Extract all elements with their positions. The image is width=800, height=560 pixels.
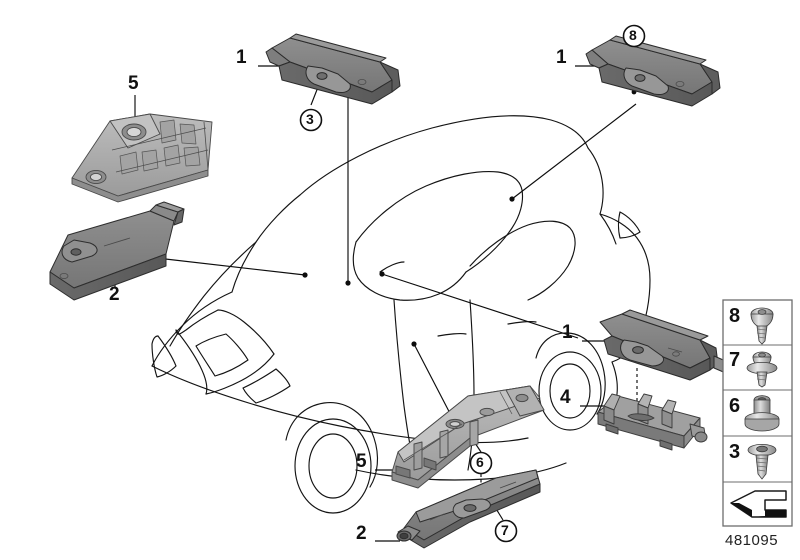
callout-label-7-bottom: 7: [501, 522, 509, 538]
legend-icon-pan-head-screw: [750, 307, 774, 345]
vehicle-outline: [151, 115, 651, 514]
callout-label-1-top-left: 1: [236, 47, 247, 68]
part-bracket-5-left: [71, 113, 213, 203]
part-antenna-2-bottom: [396, 469, 541, 549]
part-antenna-amplifier-top-left: [265, 33, 401, 105]
legend-number-6: 6: [729, 395, 741, 417]
drawing-number: 481095: [725, 532, 779, 549]
part-antenna-2-left: [49, 201, 185, 301]
legend-icon-flanged-hex-nut: [744, 395, 780, 432]
callout-label-4-right: 4: [560, 387, 571, 408]
part-antenna-amplifier-right: [599, 309, 737, 381]
callout-label-6-bottom: 6: [476, 454, 484, 470]
legend-icon-bent-arrow-direction: [730, 490, 787, 518]
callout-badges: [299, 24, 646, 543]
legend-icon-flanged-hex-screw: [746, 351, 778, 388]
callout-label-8-top-right: 8: [629, 27, 637, 43]
callout-label-2-left: 2: [109, 284, 120, 305]
legend-box: [722, 299, 793, 527]
part-bracket-5-bottom: [391, 385, 545, 489]
legend-icon-self-tapping-screw: [747, 443, 777, 480]
part-antenna-amplifier-top-right: [585, 35, 721, 107]
callout-label-5-left: 5: [128, 73, 139, 94]
part-holder-4: [597, 393, 708, 451]
callout-label-2-bottom: 2: [356, 523, 367, 544]
legend-number-7: 7: [729, 349, 741, 371]
legend-number-3: 3: [729, 441, 741, 463]
legend-number-8: 8: [729, 305, 741, 327]
callout-label-1-top-right: 1: [556, 47, 567, 68]
callout-label-1-right: 1: [562, 322, 573, 343]
callout-label-3-top-left: 3: [306, 111, 314, 127]
callout-label-5-bottom: 5: [356, 451, 367, 472]
